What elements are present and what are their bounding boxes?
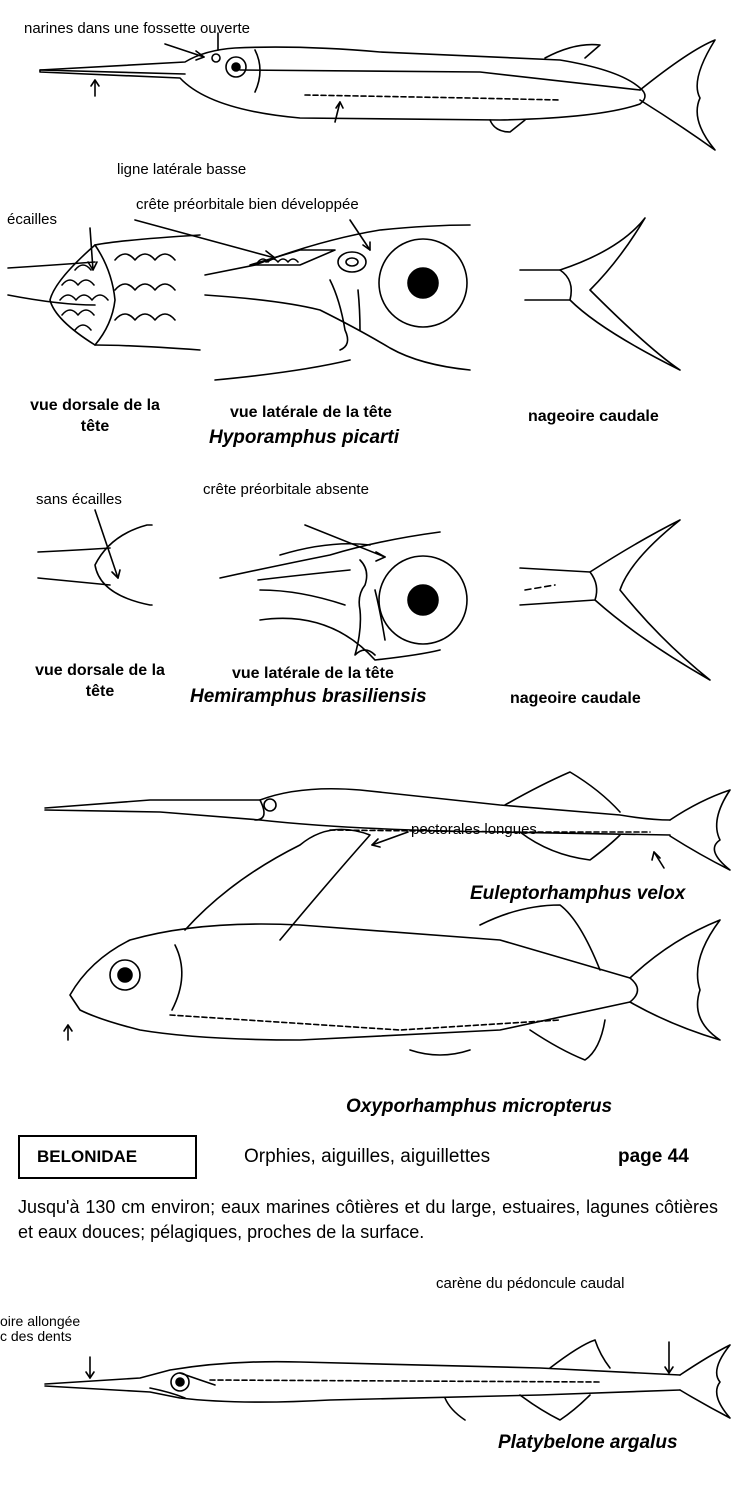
euleptorhamphus-drawing	[45, 772, 730, 870]
oxyporhamphus-drawing	[64, 829, 720, 1060]
hemiramphus-crest-label: crête préorbitale absente	[203, 481, 369, 498]
page-reference: page 44	[618, 1146, 689, 1168]
hyporamphus-lateral-caption: vue latérale de la tête	[230, 402, 392, 423]
jaw-label-line1: oire allongée	[0, 1313, 80, 1329]
hemiramphus-lateral-head-drawing	[220, 525, 467, 660]
hyporamphus-caudal-caption: nageoire caudale	[528, 406, 659, 427]
nostrils-label: narines dans une fossette ouverte	[24, 20, 250, 37]
hyporamphus-lateral-head-drawing	[135, 220, 470, 380]
oxyporhamphus-species-name: Oxyporhamphus micropterus	[346, 1096, 612, 1118]
lateral-line-label: ligne latérale basse	[117, 161, 246, 178]
hemiramphus-dorsal-caption: vue dorsale de la tête	[25, 660, 175, 702]
hemiramphus-dorsal-view-drawing	[38, 510, 152, 605]
keel-label: carène du pédoncule caudal	[436, 1275, 624, 1292]
halfbeak-fish-drawing	[40, 33, 715, 150]
hemiramphus-species-name: Hemiramphus brasiliensis	[190, 686, 427, 708]
hyporamphus-caudal-fin-drawing	[520, 218, 680, 370]
hyporamphus-species-name: Hyporamphus picarti	[209, 427, 399, 449]
euleptorhamphus-species-name: Euleptorhamphus velox	[470, 883, 685, 905]
hyporamphus-crest-label: crête préorbitale bien développée	[136, 196, 359, 213]
jaw-label-line2: c des dents	[0, 1328, 72, 1344]
common-names: Orphies, aiguilles, aiguillettes	[244, 1146, 490, 1168]
hemiramphus-caudal-caption: nageoire caudale	[510, 688, 641, 709]
platybelone-drawing	[45, 1340, 730, 1420]
hyporamphus-dorsal-view-drawing	[8, 228, 200, 350]
scales-label: écailles	[7, 211, 57, 228]
platybelone-species-name: Platybelone argalus	[498, 1432, 678, 1454]
no-scales-label: sans écailles	[36, 491, 122, 508]
family-description: Jusqu'à 130 cm environ; eaux marines côt…	[18, 1195, 718, 1245]
hemiramphus-lateral-caption: vue latérale de la tête	[232, 663, 394, 684]
hyporamphus-dorsal-caption: vue dorsale de la tête	[25, 395, 165, 437]
pectoral-label: pectorales longues	[411, 821, 537, 838]
hemiramphus-caudal-fin-drawing	[520, 520, 710, 680]
family-name: BELONIDAE	[37, 1147, 137, 1167]
